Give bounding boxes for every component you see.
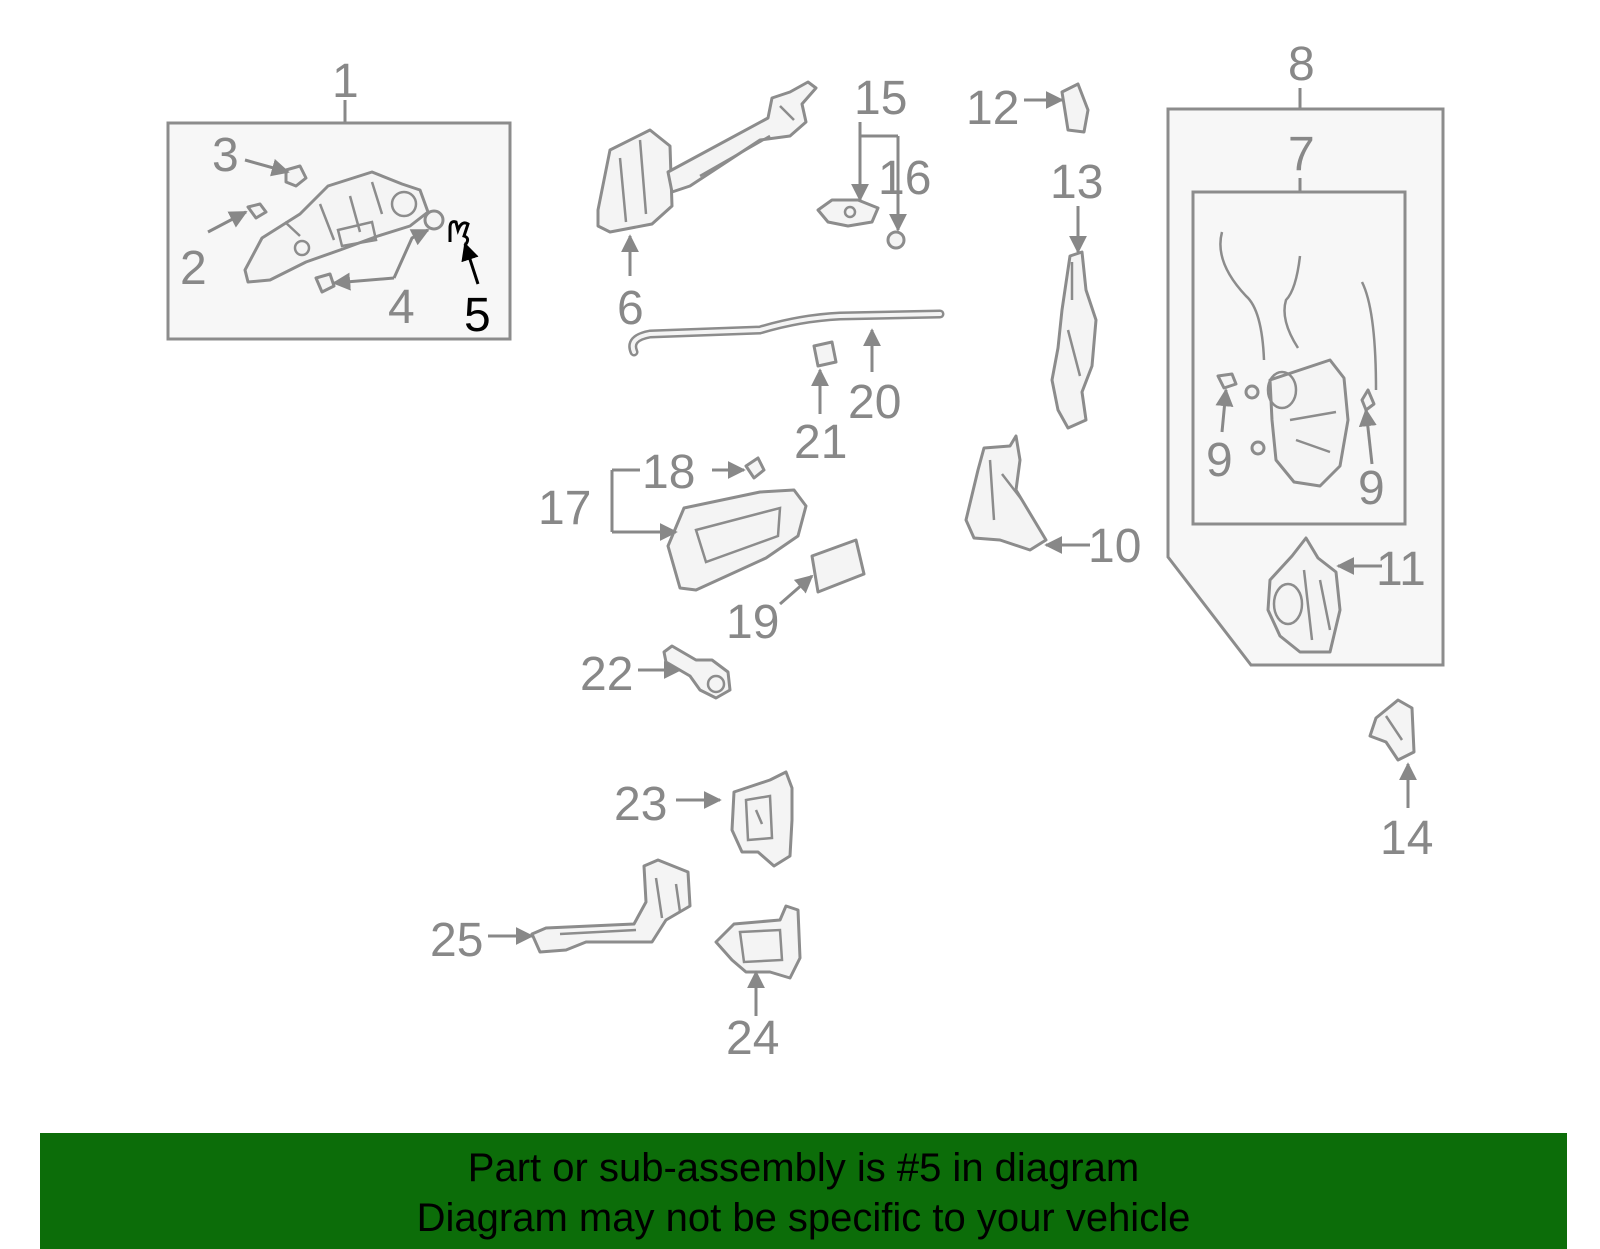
callout-17: 17: [538, 482, 591, 535]
callout-21: 21: [794, 416, 847, 469]
callout-19: 19: [726, 596, 779, 649]
callout-9a: 9: [1206, 434, 1233, 487]
callout-4: 4: [388, 281, 415, 334]
callout-7: 7: [1288, 128, 1315, 181]
callout-16: 16: [878, 152, 931, 205]
leader-lines-group-1: [207, 158, 480, 291]
callout-20: 20: [848, 376, 901, 429]
door-check-part-25: [530, 858, 692, 954]
callout-13: 13: [1050, 156, 1103, 209]
leader-9a: [1215, 388, 1234, 433]
rod-part-20: [628, 309, 945, 357]
lock-cylinder-part-22: [662, 644, 732, 700]
callout-24: 24: [726, 1012, 779, 1065]
callout-22: 22: [580, 648, 633, 701]
callout-15: 15: [854, 72, 907, 125]
cover-part-19: [810, 538, 866, 594]
leader-15-16: [851, 122, 907, 232]
info-banner: Part or sub-assembly is #5 in diagram Di…: [40, 1133, 1567, 1249]
clips-part-9: [1216, 372, 1376, 456]
callout-12: 12: [966, 82, 1019, 135]
callout-2: 2: [180, 242, 207, 295]
banner-line-1: Part or sub-assembly is #5 in diagram: [467, 1146, 1140, 1190]
banner-line-2: Diagram may not be specific to your vehi…: [416, 1196, 1191, 1240]
screw-part-2: [246, 202, 268, 220]
nut-part-4: [314, 209, 445, 294]
parts-diagram: 1 2 3 4 5 6 7 8 9 9 10 11 12 13 14 15 16…: [166, 38, 1445, 1065]
leader-9b: [1358, 408, 1377, 465]
callout-9b: 9: [1358, 462, 1385, 515]
guard-part-12: [1060, 82, 1090, 134]
rod-bracket-part-6: [596, 80, 818, 234]
callout-10: 10: [1088, 520, 1141, 573]
callout-11: 11: [1376, 543, 1426, 596]
latch-part-11: [1266, 536, 1342, 654]
callout-1: 1: [332, 55, 359, 108]
screw-part-18: [744, 456, 766, 480]
callout-18: 18: [642, 446, 695, 499]
callout-5: 5: [464, 289, 491, 342]
callout-23: 23: [614, 778, 667, 831]
inside-handle-part-17: [666, 488, 808, 592]
callout-3: 3: [212, 129, 239, 182]
leader-17-18-19: [610, 461, 814, 606]
rods-part-7: [1219, 231, 1378, 488]
hinge-part-23: [730, 770, 794, 868]
hinge-part-24: [714, 904, 802, 980]
guard-part-10: [964, 434, 1048, 552]
clip-part-16: [886, 230, 906, 250]
callout-8: 8: [1288, 38, 1315, 91]
bracket-part-13: [1050, 250, 1098, 430]
clip-part-5: [448, 220, 470, 245]
callout-6: 6: [617, 282, 644, 335]
link-part-15: [816, 198, 880, 228]
clip-part-21: [812, 340, 838, 368]
bolt-part-3: [284, 164, 308, 188]
striker-part-14: [1368, 698, 1416, 762]
callout-25: 25: [430, 914, 483, 967]
callout-14: 14: [1380, 812, 1433, 865]
callout-labels: 1 2 3 4 5 6 7 8 9 9 10 11 12 13 14 15 16…: [180, 38, 1433, 1065]
